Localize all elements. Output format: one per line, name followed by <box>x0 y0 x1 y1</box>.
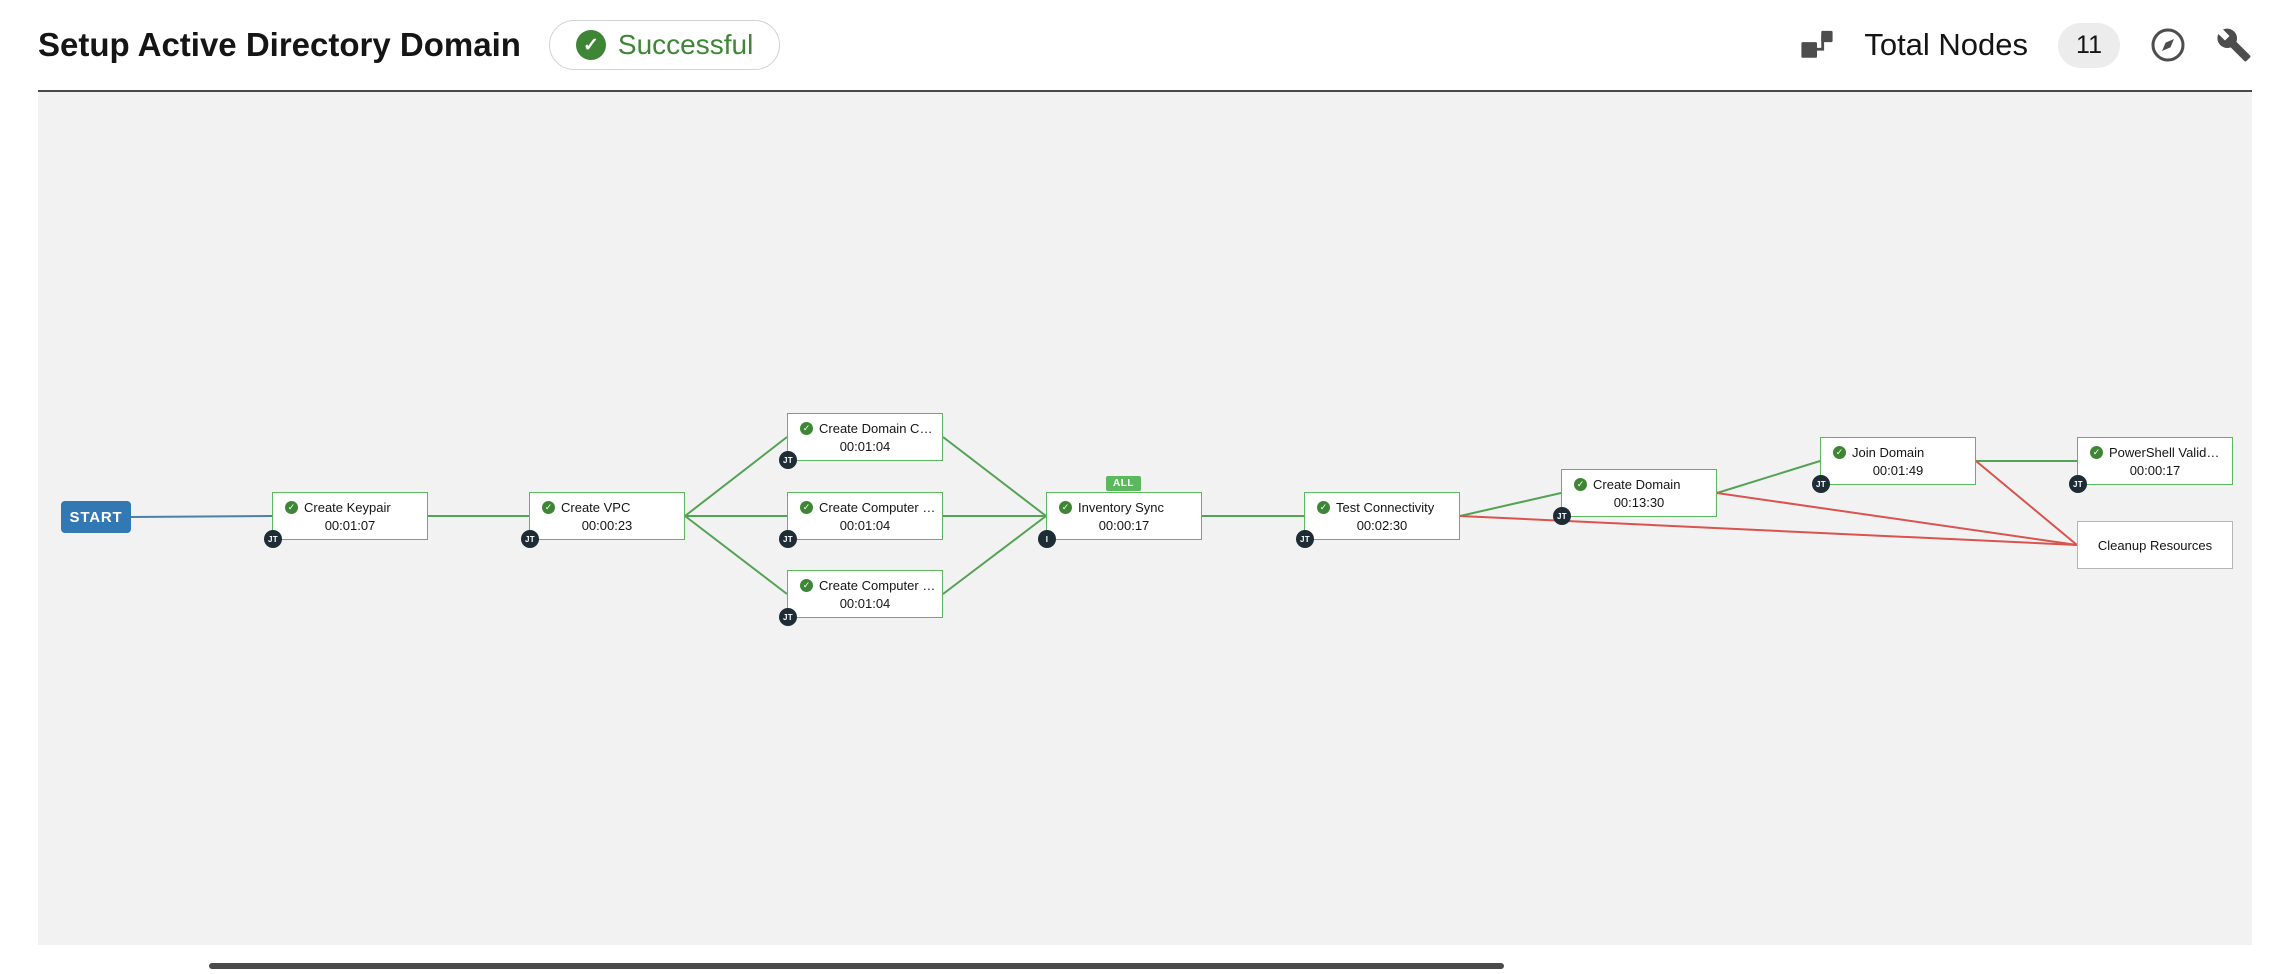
node-name: Create Keypair <box>304 500 391 515</box>
status-badge: ✓ Successful <box>548 20 781 70</box>
node-elapsed-time: 00:00:17 <box>1098 518 1150 533</box>
page-title: Setup Active Directory Domain <box>38 26 521 63</box>
node-name: Cleanup Resources <box>2097 537 2213 553</box>
node-type-badge: JT <box>779 530 797 548</box>
node-type-badge: JT <box>264 530 282 548</box>
check-icon: ✓ <box>2090 446 2103 459</box>
check-icon: ✓ <box>285 501 298 514</box>
node-name: Create VPC <box>561 500 631 515</box>
node-type-badge: JT <box>1553 507 1571 525</box>
node-type-badge: JT <box>521 530 539 548</box>
node-elapsed-time: 00:01:49 <box>1872 463 1924 478</box>
check-icon: ✓ <box>1059 501 1072 514</box>
node-elapsed-time: 00:00:23 <box>581 518 633 533</box>
compass-icon[interactable] <box>2150 27 2186 63</box>
node-name: Create Computer (2) <box>819 578 936 593</box>
workflow-diagram-icon <box>1800 28 1834 62</box>
node-name: Join Domain <box>1852 445 1925 460</box>
node-elapsed-time: 00:13:30 <box>1613 495 1665 510</box>
check-icon: ✓ <box>1317 501 1330 514</box>
node-name: Test Connectivity <box>1336 500 1435 515</box>
header-divider <box>38 90 2252 92</box>
node-elapsed-time: 00:02:30 <box>1356 518 1408 533</box>
status-label: Successful <box>617 29 754 60</box>
node-name: Create Domain Contr… <box>819 421 936 436</box>
node-type-badge: JT <box>1296 530 1314 548</box>
check-icon: ✓ <box>800 579 813 592</box>
node-type-badge: JT <box>1812 475 1830 493</box>
start-node[interactable]: START <box>61 501 131 533</box>
node-name: Inventory Sync <box>1078 500 1164 515</box>
header-controls: Total Nodes 11 <box>1800 22 2252 68</box>
canvas-scrollbar[interactable] <box>209 963 1504 969</box>
node-type-badge: JT <box>779 608 797 626</box>
node-type-badge: JT <box>2069 475 2087 493</box>
node-elapsed-time: 00:01:07 <box>324 518 376 533</box>
workflow-node[interactable]: Cleanup Resources <box>2077 521 2233 569</box>
node-elapsed-time: 00:01:04 <box>839 439 891 454</box>
node-type-badge: JT <box>779 451 797 469</box>
wrench-icon[interactable] <box>2216 27 2252 63</box>
header: Setup Active Directory Domain ✓ Successf… <box>0 0 2290 90</box>
node-name: Create Computer (1) <box>819 500 936 515</box>
node-elapsed-time: 00:01:04 <box>839 518 891 533</box>
check-icon: ✓ <box>1574 478 1587 491</box>
check-icon: ✓ <box>1833 446 1846 459</box>
convergence-all-badge: ALL <box>1106 476 1141 491</box>
check-icon: ✓ <box>800 422 813 435</box>
total-nodes-count: 11 <box>2058 22 2120 68</box>
node-type-badge: I <box>1038 530 1056 548</box>
node-elapsed-time: 00:01:04 <box>839 596 891 611</box>
check-icon: ✓ <box>542 501 555 514</box>
total-nodes-label: Total Nodes <box>1864 27 2029 62</box>
node-name: Create Domain <box>1593 477 1681 492</box>
node-elapsed-time: 00:00:17 <box>2129 463 2181 478</box>
node-name: PowerShell Validation <box>2109 445 2226 460</box>
check-circle-icon: ✓ <box>575 30 606 60</box>
check-icon: ✓ <box>800 501 813 514</box>
